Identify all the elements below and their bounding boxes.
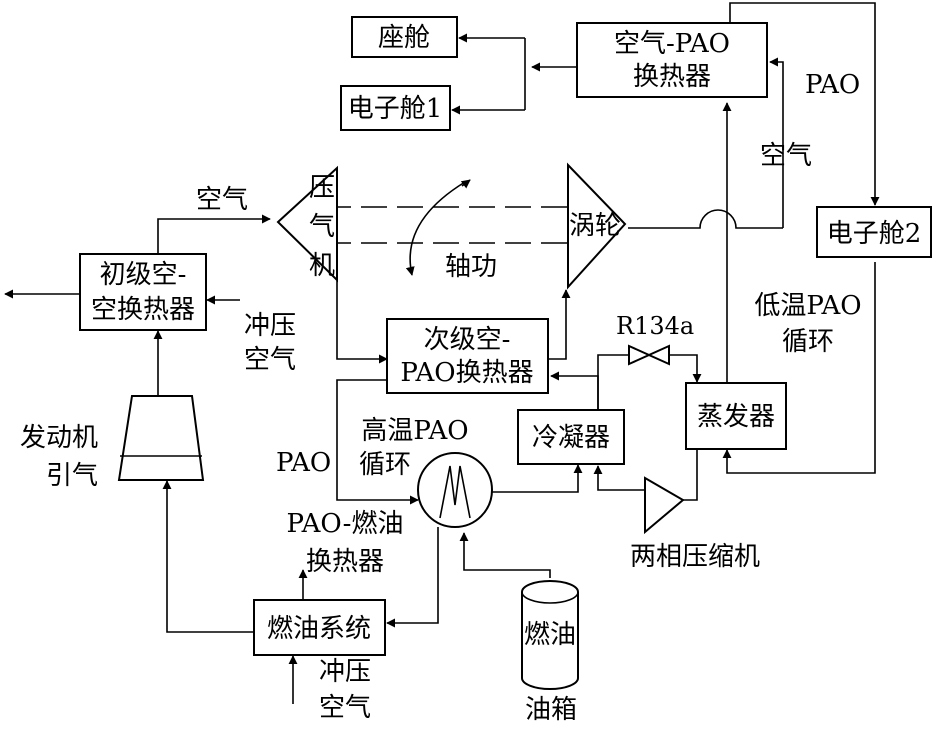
secondary-air-pao-heat-exchanger: 次级空- PAO换热器 xyxy=(386,318,549,394)
engine-bleed-label-1: 发动机 xyxy=(20,423,98,453)
labels: 空气 空气 PAO PAO 轴功 冲压 空气 冲压 空气 R134a 低温PAO… xyxy=(20,70,862,725)
air-label-right: 空气 xyxy=(760,141,812,171)
two-phase-compressor xyxy=(644,476,685,535)
fuel-system-label: 燃油系统 xyxy=(267,614,371,644)
condenser: 冷凝器 xyxy=(517,409,625,465)
primary-air-air-heat-exchanger: 初级空- 空换热器 xyxy=(79,253,207,331)
electronics-bay-1-label: 电子舱1 xyxy=(348,94,443,124)
electronics-bay-2: 电子舱2 xyxy=(816,206,932,258)
pao-label-right: PAO xyxy=(805,70,860,100)
low-temp-loop-label-2: 循环 xyxy=(782,327,834,357)
compressor-label-1: 压 xyxy=(309,173,335,203)
air-pao-hx-label-2: 换热器 xyxy=(633,62,711,92)
cabin-label: 座舱 xyxy=(378,23,430,53)
engine-bleed-unit xyxy=(117,395,205,481)
pao-fuel-heat-exchanger xyxy=(417,452,493,528)
condenser-label: 冷凝器 xyxy=(532,423,610,453)
ram-air-1-label-2: 空气 xyxy=(244,345,296,375)
compressor-label-3: 机 xyxy=(309,251,335,281)
fuel-system: 燃油系统 xyxy=(253,599,386,656)
compressor-label-2: 气 xyxy=(309,212,335,242)
two-phase-compressor-label: 两相压缩机 xyxy=(630,542,760,572)
electronics-bay-1: 电子舱1 xyxy=(340,85,451,131)
primary-hx-label-1: 初级空- xyxy=(100,260,187,290)
turbine: 涡轮 xyxy=(567,162,627,290)
ram-air-2-label-2: 空气 xyxy=(319,693,371,723)
secondary-hx-label-1: 次级空- xyxy=(424,325,511,355)
ram-air-1-label-1: 冲压 xyxy=(244,311,296,341)
cabin: 座舱 xyxy=(351,16,458,58)
electronics-bay-2-label: 电子舱2 xyxy=(827,219,922,249)
shaft-work-label: 轴功 xyxy=(445,252,497,282)
fuel-tank-label-1: 燃油 xyxy=(524,620,576,650)
compressor: 压 气 机 xyxy=(276,165,338,283)
low-temp-loop-label-1: 低温PAO xyxy=(754,291,861,321)
fuel-tank-label-2: 油箱 xyxy=(525,695,577,725)
air-pao-heat-exchanger: 空气-PAO 换热器 xyxy=(576,22,768,98)
pao-fuel-hx-label-1: PAO-燃油 xyxy=(287,509,404,539)
air-pao-hx-label-1: 空气-PAO xyxy=(614,29,730,59)
high-temp-loop-label-1: 高温PAO xyxy=(361,416,468,446)
evaporator: 蒸发器 xyxy=(685,382,787,450)
fuel-tank: 燃油 xyxy=(521,580,579,690)
evaporator-label: 蒸发器 xyxy=(697,402,775,432)
ram-air-2-label-1: 冲压 xyxy=(319,657,371,687)
secondary-hx-label-2: PAO换热器 xyxy=(400,358,533,388)
engine-bleed-label-2: 引气 xyxy=(46,461,98,491)
turbine-label: 涡轮 xyxy=(569,211,621,241)
expansion-valve xyxy=(628,344,670,366)
high-temp-loop-label-2: 循环 xyxy=(359,450,411,480)
primary-hx-label-2: 空换热器 xyxy=(91,295,195,325)
connection-lines xyxy=(4,2,880,704)
pao-label-left: PAO xyxy=(276,448,331,478)
air-label-top: 空气 xyxy=(196,185,248,215)
r134a-label: R134a xyxy=(616,312,694,340)
pao-fuel-hx-label-2: 换热器 xyxy=(306,547,384,577)
